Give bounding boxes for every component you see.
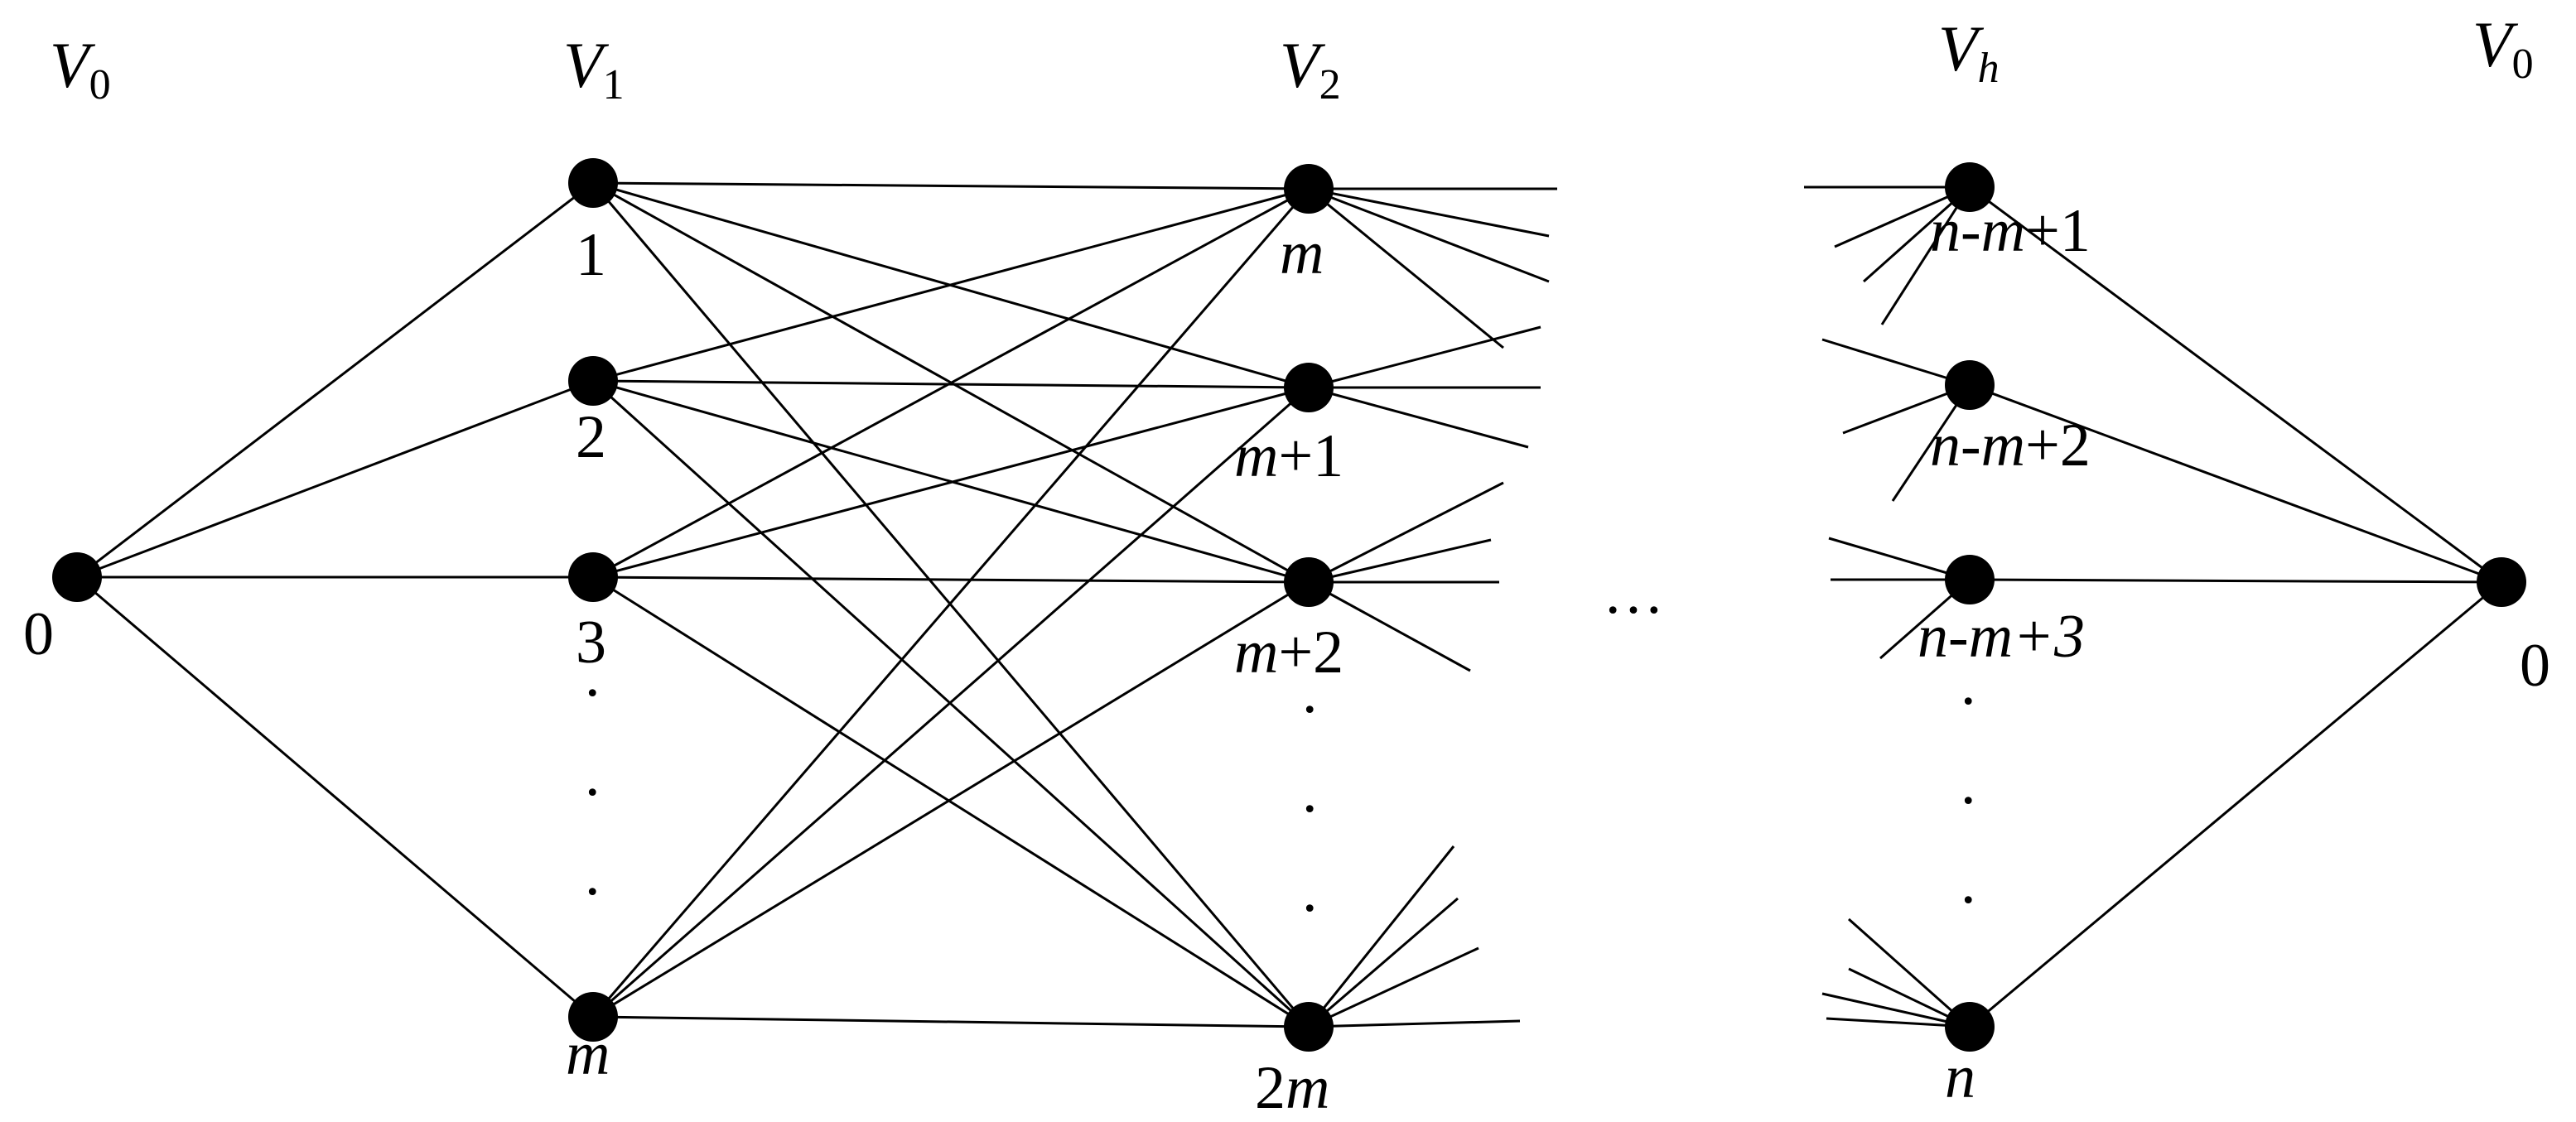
edge-v1-v2 xyxy=(592,386,1310,1018)
vh-node-label: n-m+3 xyxy=(1918,603,2085,671)
sink-node-label: 0 xyxy=(2520,632,2550,700)
edge-v1-v2 xyxy=(591,182,1310,1028)
edge-v1-v2 xyxy=(592,181,1310,190)
vh-node-label: n-m+2 xyxy=(1930,412,2091,479)
layer-header-vh: Vh xyxy=(1938,12,2000,92)
edge-v1-v2 xyxy=(592,575,1310,1028)
vh-vertical-dot: . xyxy=(1961,650,1976,718)
edge-source-v1 xyxy=(76,379,594,579)
v1-node xyxy=(568,356,618,406)
edge-v2-stub xyxy=(1308,187,1550,238)
edge-v2-stub xyxy=(1308,325,1541,389)
v2-node xyxy=(1284,363,1334,412)
edge-v1-v2 xyxy=(592,580,1310,1018)
source-node-label: 0 xyxy=(23,600,54,668)
vh-node-label: n-m+1 xyxy=(1930,197,2091,265)
edge-source-v1 xyxy=(76,575,594,1018)
layer-header-v2: V2 xyxy=(1280,29,1341,108)
v1-vertical-dot: . xyxy=(585,642,601,710)
v2-vertical-dot: . xyxy=(1302,758,1318,826)
edge-v2-stub xyxy=(1308,386,1529,449)
edge-v2-stub xyxy=(1308,187,1504,349)
edge-v2-stub xyxy=(1307,845,1455,1028)
v2-node-label: m+2 xyxy=(1234,619,1343,686)
edge-vh-stub xyxy=(1821,992,1971,1028)
v2-vertical-dot: . xyxy=(1302,658,1318,726)
edge-vh-stub xyxy=(1821,338,1971,387)
v1-node xyxy=(568,158,618,208)
v1-node xyxy=(568,992,618,1042)
edge-vh-stub xyxy=(1880,186,1971,325)
vh-node-label: n xyxy=(1945,1043,1975,1111)
v2-node xyxy=(1284,164,1334,214)
sink-node xyxy=(2477,557,2526,607)
v1-node xyxy=(568,552,618,602)
edge-v2-stub xyxy=(1308,187,1550,283)
vh-node xyxy=(1945,162,1995,212)
vh-node xyxy=(1945,360,1995,410)
v1-node-label: 2 xyxy=(576,403,606,471)
edge-vh-stub xyxy=(1848,917,1971,1028)
edge-v1-v2 xyxy=(591,188,1310,1018)
v1-vertical-dot: . xyxy=(585,741,601,809)
edge-v2-stub xyxy=(1308,897,1459,1028)
edge-source-v1 xyxy=(76,181,594,579)
v2-node xyxy=(1284,1002,1334,1052)
edge-v1-v2 xyxy=(592,386,1310,579)
v2-node-label: 2m xyxy=(1255,1054,1329,1122)
v2-node xyxy=(1284,557,1334,607)
edge-v2-stub xyxy=(1308,946,1479,1028)
layer-header-v0-right: V0 xyxy=(2472,8,2534,88)
v1-node-label: 1 xyxy=(576,221,606,289)
v1-node-label: 3 xyxy=(576,609,606,677)
v2-vertical-dot: . xyxy=(1302,857,1318,925)
edge-v1-v2 xyxy=(592,187,1310,383)
v1-vertical-dot: . xyxy=(585,840,601,908)
v1-node-label: m xyxy=(566,1020,610,1088)
middle-ellipsis: … xyxy=(1603,559,1664,627)
edge-v2-stub xyxy=(1308,1019,1521,1028)
vh-node xyxy=(1945,555,1995,604)
edge-vh-sink xyxy=(1969,580,2502,1028)
graph-edges xyxy=(76,181,2502,1028)
edge-vh-sink xyxy=(1969,185,2502,584)
edge-v1-v2 xyxy=(592,1015,1310,1028)
edge-v1-v2 xyxy=(592,187,1310,579)
edge-v2-stub xyxy=(1308,580,1471,672)
layer-header-v1: V1 xyxy=(563,29,625,108)
edge-v2-stub xyxy=(1308,481,1504,584)
vh-vertical-dot: . xyxy=(1961,849,1976,917)
v2-node-label: m+1 xyxy=(1234,422,1343,490)
source-node xyxy=(52,552,102,602)
edge-vh-sink xyxy=(1969,383,2502,584)
v2-node-label: m xyxy=(1280,219,1324,287)
edge-v1-v2 xyxy=(592,575,1310,584)
edge-vh-sink xyxy=(1969,578,2502,584)
edge-v2-stub xyxy=(1308,538,1492,584)
graph-nodes xyxy=(52,158,2526,1052)
edge-v1-v2 xyxy=(591,379,1310,1028)
vh-node xyxy=(1945,1002,1995,1052)
vh-vertical-dot: . xyxy=(1961,749,1976,817)
layer-header-v0-left: V0 xyxy=(50,29,111,108)
